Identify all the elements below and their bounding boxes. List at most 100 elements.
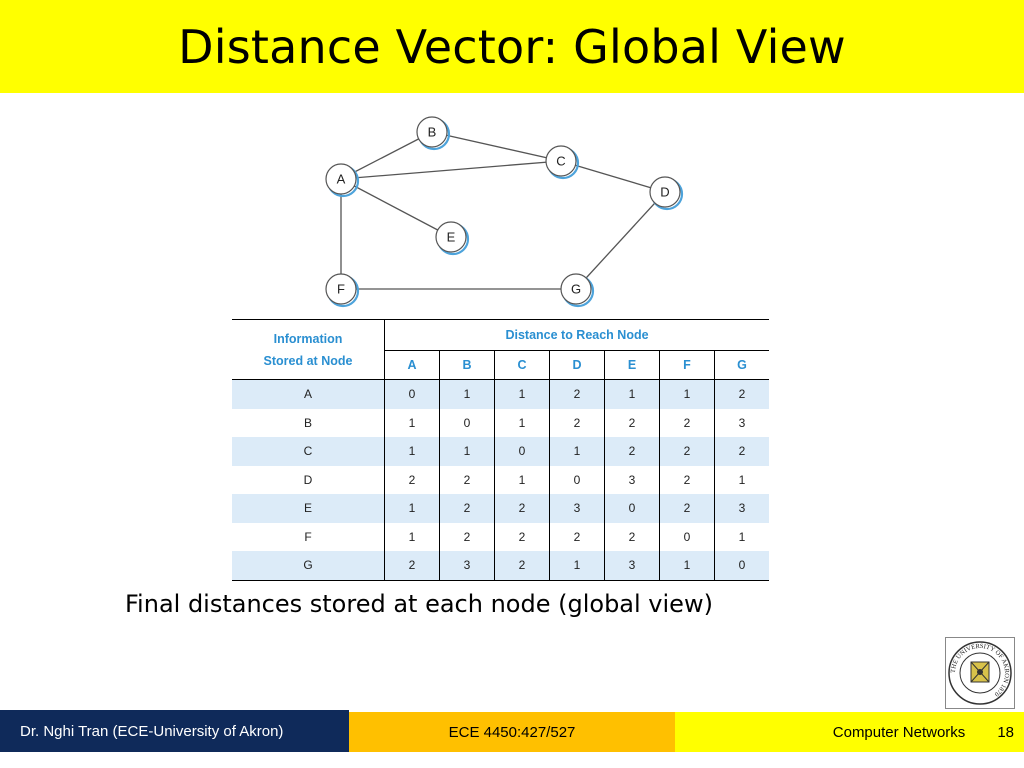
row-node-label: D [303,472,313,487]
footer-course-info: Computer Networks 18 [675,712,1024,752]
column-header-b: B [439,350,495,380]
column-header-f: F [659,350,715,380]
graph-node-e: E [435,221,470,256]
graph-node-label: C [556,154,565,169]
distance-cell: 2 [604,408,660,437]
column-header-g: G [714,350,769,380]
graph-node-label: F [337,282,345,297]
footer: Dr. Nghi Tran (ECE-University of Akron) … [0,710,1024,752]
row-node-label: F [304,529,312,544]
info-header-line1: Information [273,331,343,346]
page-number: 18 [997,723,1014,741]
graph-edges [340,131,666,290]
graph-node-a: A [325,163,360,198]
row-node-label: A [232,379,385,409]
distance-cell: 2 [604,437,660,466]
distance-cell: 0 [384,379,440,409]
edge-a-b [340,131,433,180]
distance-cell: 2 [549,408,605,437]
distance-cell: 3 [439,551,495,581]
distance-cell: 1 [604,379,660,409]
graph-node-f: F [325,273,360,308]
distance-cell: 0 [549,465,605,494]
university-seal-icon: THE UNIVERSITY OF AKRON 1870 [945,637,1015,709]
row-node-label: C [232,437,385,466]
edge-b-c [431,131,562,162]
distance-cell: 3 [604,551,660,581]
column-header-a: A [384,350,440,380]
distance-cell: 2 [714,437,769,466]
course-name-text: Computer Networks [832,723,966,741]
distance-cell: 1 [384,437,440,466]
distance-cell: 1 [714,465,769,494]
distance-cell: 1 [549,437,605,466]
distance-cell: 1 [384,494,440,523]
row-node-label: E [232,494,385,523]
distance-cell: 2 [494,522,550,551]
footer-course-code: ECE 4450:427/527 [349,712,675,752]
distance-cell: 1 [659,379,715,409]
graph-node-label: A [337,172,346,187]
distance-cell: 2 [549,379,605,409]
distance-cell: 2 [494,494,550,523]
distance-cell: 2 [439,465,495,494]
graph-node-g: G [560,273,595,308]
footer-author: Dr. Nghi Tran (ECE-University of Akron) [0,710,349,752]
distance-cell: 1 [439,379,495,409]
column-header-c: C [494,350,550,380]
edge-a-e [340,178,452,238]
distance-cell: 1 [384,522,440,551]
distance-cell: 1 [659,551,715,581]
info-header-line2: Stored at Node [263,353,353,368]
row-node-label: G [232,551,385,581]
distance-cell: 0 [494,437,550,466]
distance-cell: 0 [714,551,769,581]
info-header: Information Stored at Node [232,319,385,380]
distance-cell: 1 [439,437,495,466]
distance-cell: 3 [549,494,605,523]
graph-node-label: E [447,230,456,245]
distance-cell: 2 [549,522,605,551]
distance-cell: 2 [494,551,550,581]
caption: Final distances stored at each node (glo… [125,590,713,618]
distance-cell: 2 [384,551,440,581]
distance-cell: 3 [714,408,769,437]
course-code-text: ECE 4450:427/527 [448,723,576,741]
author-text: Dr. Nghi Tran (ECE-University of Akron) [20,722,284,740]
distance-cell: 2 [659,465,715,494]
row-node-label: B [303,415,312,430]
graph-node-d: D [649,176,684,211]
title-bar: Distance Vector: Global View [0,0,1024,93]
distance-cell: 0 [439,408,495,437]
distance-cell: 2 [714,379,769,409]
distance-cell: 2 [604,522,660,551]
distance-cell: 2 [384,465,440,494]
distance-cell: 3 [714,494,769,523]
edge-c-d [560,160,666,193]
distance-cell: 0 [659,522,715,551]
distance-cell: 3 [604,465,660,494]
distance-cell: 0 [604,494,660,523]
edge-d-g [575,191,666,290]
slide-title: Distance Vector: Global View [178,19,846,74]
graph-node-b: B [416,116,451,151]
column-header-d: D [549,350,605,380]
distance-cell: 2 [659,494,715,523]
distance-cell: 1 [494,379,550,409]
distance-cell: 1 [549,551,605,581]
distance-cell: 1 [494,408,550,437]
distance-cell: 2 [659,408,715,437]
distance-cell: 2 [439,494,495,523]
distance-header: Distance to Reach Node [384,319,769,351]
distance-cell: 1 [714,522,769,551]
graph-node-label: B [428,125,437,140]
